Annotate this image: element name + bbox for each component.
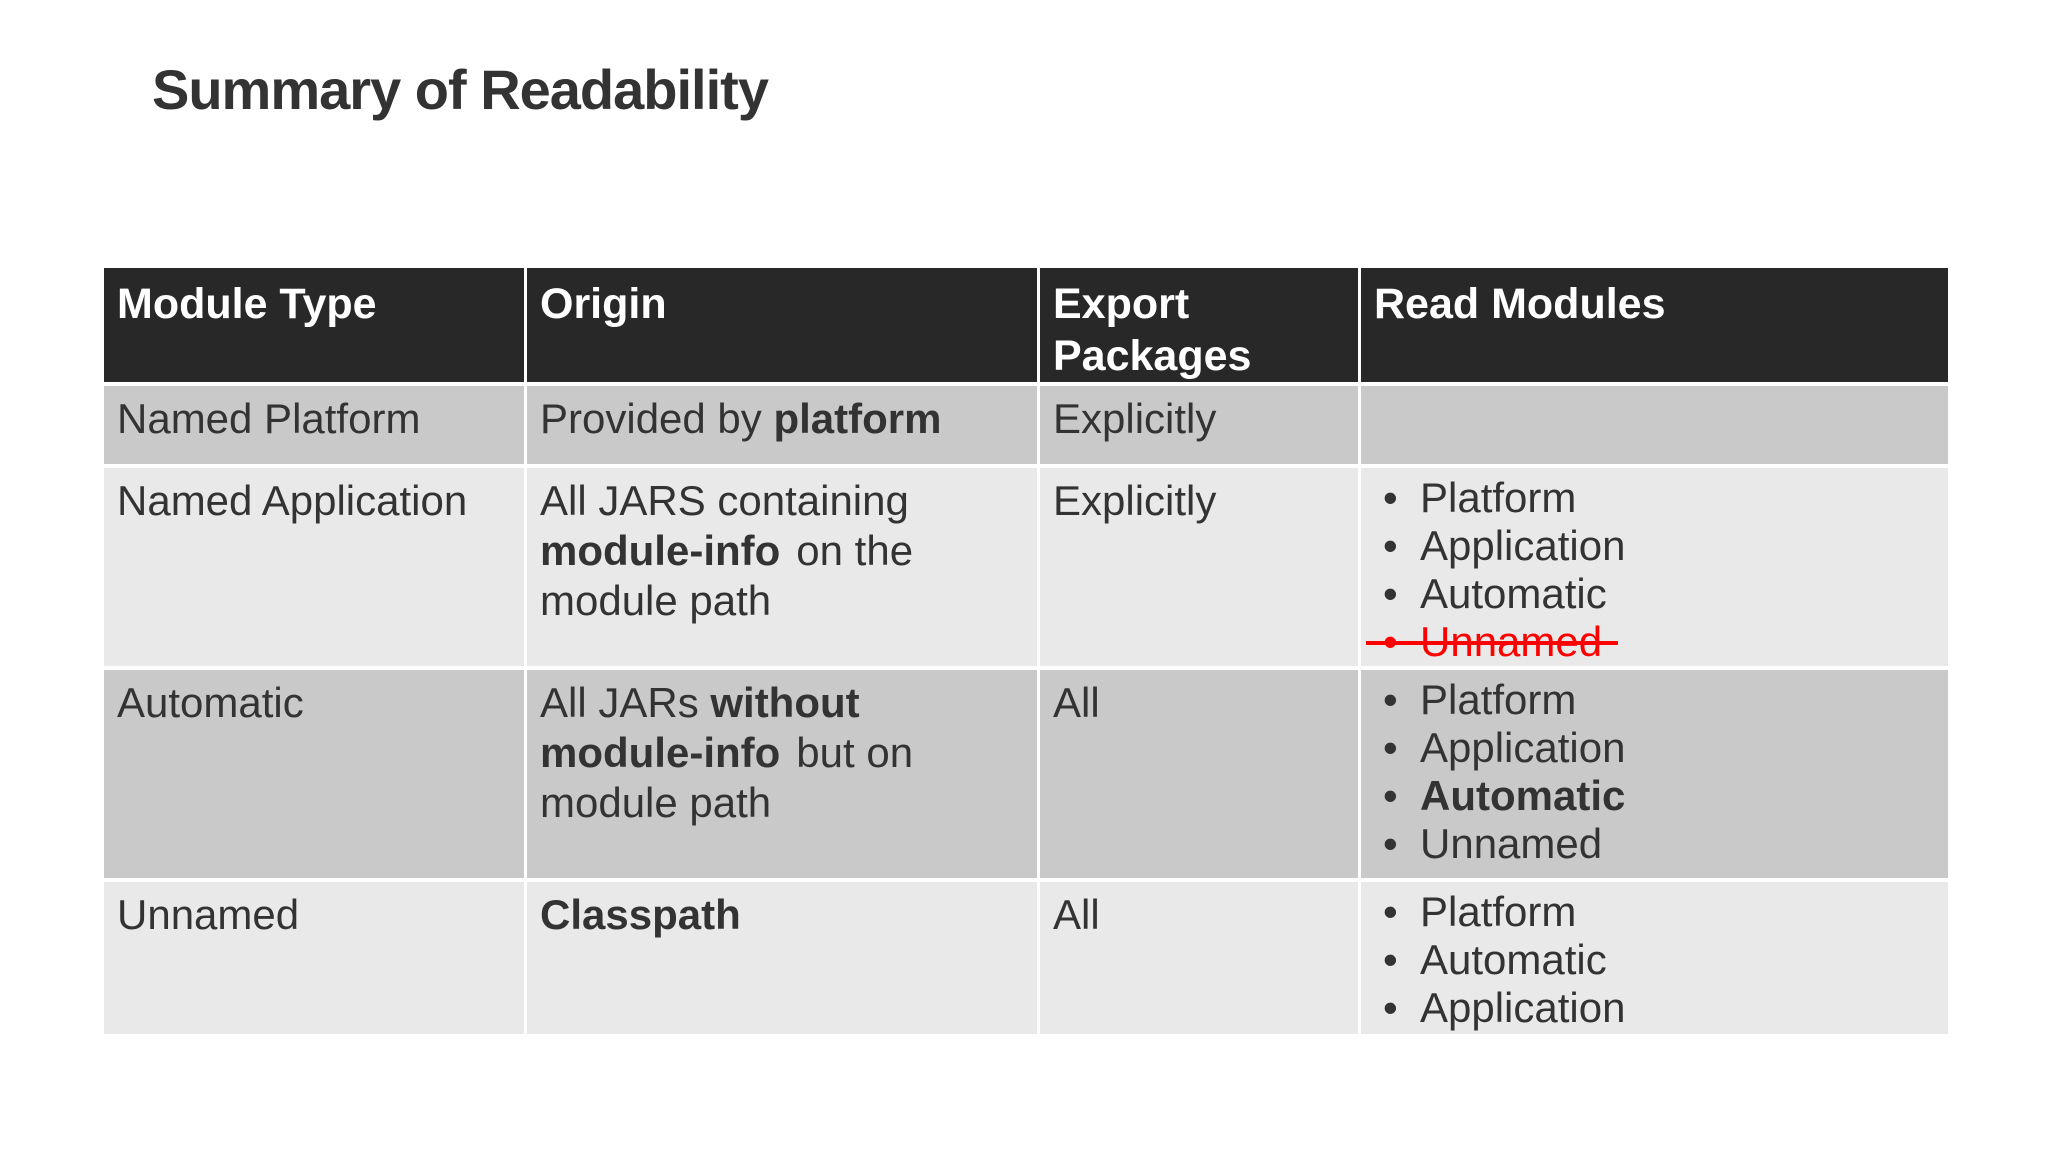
list-item: • Platform (1374, 676, 1935, 724)
list-item: • Application (1374, 724, 1935, 772)
origin-text-segment: module-info (540, 527, 781, 574)
origin-text-segment: All JARs (540, 679, 711, 726)
export-packages-cell: All (1040, 882, 1358, 1034)
list-item: • Automatic (1374, 936, 1935, 984)
origin-cell: Classpath (527, 882, 1037, 1034)
read-module-label: Unnamed (1420, 820, 1603, 867)
read-module-label: Automatic (1420, 772, 1626, 819)
origin-cell: Provided by platform (527, 386, 1037, 464)
bullet-icon: • (1383, 522, 1398, 569)
list-item: • Platform (1374, 474, 1935, 522)
bullet-icon: • (1383, 888, 1398, 935)
bullet-icon: • (1383, 676, 1398, 723)
bullet-icon: • (1383, 724, 1398, 771)
read-module-label: Application (1420, 724, 1626, 771)
bullet-icon: • (1383, 820, 1398, 867)
bullet-icon: • (1383, 570, 1398, 617)
origin-text-segment: on the module path (540, 527, 914, 624)
origin-text-segment: platform (773, 395, 942, 442)
read-module-label: Application (1420, 522, 1626, 569)
module-type-cell: Named Platform (104, 386, 524, 464)
read-modules-cell: • Platform • Automatic • Application (1361, 882, 1948, 1034)
column-header-export-packages: Export Packages (1040, 268, 1358, 382)
list-item: • Automatic (1374, 570, 1935, 618)
read-module-label: Platform (1420, 676, 1577, 723)
origin-text-segment: Classpath (540, 891, 741, 938)
read-module-label: Platform (1420, 888, 1577, 935)
list-item: •Unnamed (1366, 618, 1935, 666)
bullet-icon: • (1383, 984, 1398, 1031)
list-item: • Application (1374, 984, 1935, 1032)
export-packages-cell: Explicitly (1040, 386, 1358, 464)
strikethrough-line (1366, 641, 1618, 645)
list-item: • Unnamed (1374, 820, 1935, 868)
read-module-label: Automatic (1420, 936, 1607, 983)
origin-text-segment: without module-info (540, 679, 860, 776)
origin-text-segment: but on module path (540, 729, 914, 826)
column-header-origin: Origin (527, 268, 1037, 382)
export-packages-cell: All (1040, 670, 1358, 878)
column-header-read-modules: Read Modules (1361, 268, 1948, 382)
list-item: • Automatic (1374, 772, 1935, 820)
module-type-cell: Named Application (104, 468, 524, 666)
list-item: • Platform (1374, 888, 1935, 936)
bullet-icon: • (1383, 772, 1398, 819)
bullet-icon: • (1383, 474, 1398, 521)
read-modules-cell: • Platform • Application • Automatic • Unnam… (1361, 670, 1948, 878)
module-type-cell: Automatic (104, 670, 524, 878)
bullet-icon: • (1383, 936, 1398, 983)
column-header-module-type: Module Type (104, 268, 524, 382)
read-modules-list: • Platform • Application • Automatic • Unnam… (1374, 676, 1935, 868)
read-module-label: Platform (1420, 474, 1577, 521)
readability-table: Module Type Origin Export Packages Read … (104, 268, 1948, 1034)
list-item: • Application (1374, 522, 1935, 570)
read-module-label: Application (1420, 984, 1626, 1031)
origin-text-segment: All JARS containing (540, 477, 909, 524)
read-module-label: Automatic (1420, 570, 1607, 617)
origin-text-segment: Provided by (540, 395, 774, 442)
module-type-cell: Unnamed (104, 882, 524, 1034)
read-modules-cell: • Platform • Application • Automatic •Unnam… (1361, 468, 1948, 666)
slide-title: Summary of Readability (152, 58, 769, 121)
read-modules-list: • Platform • Application • Automatic •Unnam… (1366, 474, 1935, 666)
read-modules-cell (1361, 386, 1948, 464)
export-packages-cell: Explicitly (1040, 468, 1358, 666)
read-modules-list: • Platform • Automatic • Application (1374, 888, 1935, 1032)
